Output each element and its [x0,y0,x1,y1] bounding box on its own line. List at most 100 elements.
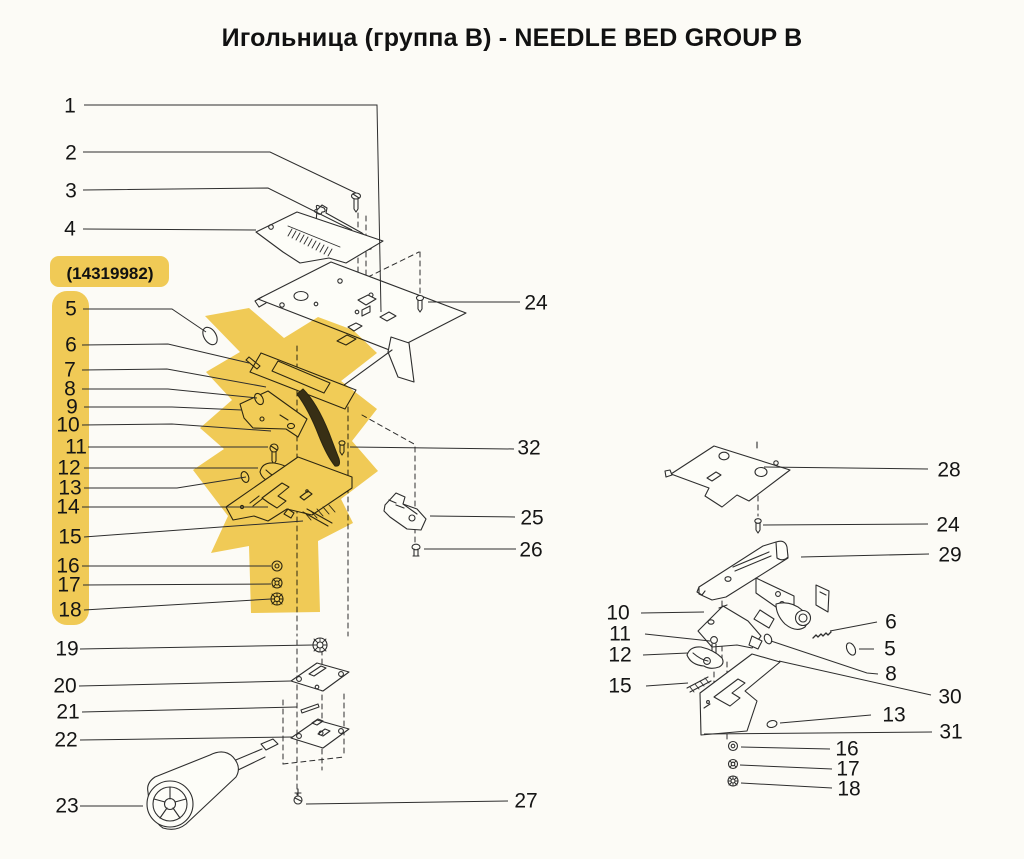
part-code-badge-text: (14319982) [67,264,154,283]
leader-line-29 [800,553,930,558]
callout-number-13-right: 13 [882,704,905,727]
leader-line-3 [82,187,353,231]
part-21-pin-drawing [300,703,320,714]
callout-number-8: 8 [64,378,76,401]
leader-line-13 [84,476,247,489]
callout-number-29: 29 [938,544,961,567]
leader-line-10 [81,423,272,432]
leader-line-18 [83,598,272,611]
callout-number-12: 12 [57,457,80,480]
part-26-screw-drawing [411,543,421,557]
part-2-screw-drawing [350,192,362,213]
page-title: Игольница (группа B) - NEEDLE BED GROUP … [221,24,803,52]
callout-number-14: 14 [56,496,80,519]
callout-number-16-right: 16 [835,738,858,761]
callout-number-10-right: 10 [606,602,629,625]
leader-line-8-right [770,640,879,675]
part-4-needle-plate-drawing [255,211,384,264]
leader-line-27 [305,800,509,805]
callout-number-31: 31 [939,721,962,744]
part-5-oval-drawing [202,326,218,346]
leader-line-31 [703,731,933,735]
leader-line-17-right [739,764,833,770]
highlight-star [193,308,378,613]
part-5-oval-right-drawing [845,642,857,656]
callout-number-6-right: 6 [885,611,897,634]
part-12-cam-right-drawing [686,646,724,669]
callout-number-5: 5 [65,298,77,321]
callout-number-21: 21 [56,701,79,724]
leader-line-18-right [740,782,833,789]
callout-number-4: 4 [64,218,76,241]
callout-number-24-left: 24 [524,292,548,315]
part-19-nut-drawing [312,637,328,653]
leader-line-28 [763,466,929,470]
leader-line-7 [81,368,267,388]
highlight-marks [50,256,378,625]
callout-number-2: 2 [65,142,77,165]
callout-number-18: 18 [58,599,81,622]
part-20-plate-drawing [290,662,350,692]
bottom-chain-drawing [146,637,350,830]
callout-number-24-right: 24 [936,514,960,537]
callout-number-9: 9 [66,396,78,419]
part-24-screw-right-drawing [754,518,762,534]
callout-number-1: 1 [64,95,76,118]
leader-line-13-right [779,714,872,724]
leader-line-8 [82,388,258,399]
leader-line-16-right [740,746,831,750]
leader-line-20 [78,680,292,687]
leader-line-30 [778,660,932,696]
callout-number-7: 7 [64,359,76,382]
leader-line-9 [84,406,243,411]
callout-number-22: 22 [54,729,77,752]
leader-line-21 [81,706,298,713]
part-23-knob-drawing [146,738,279,830]
callout-number-30: 30 [938,686,961,709]
callout-number-10: 10 [56,414,79,437]
leader-line-6-right [829,621,878,632]
leader-line-10-right [640,611,705,614]
part-28-plate-drawing [664,441,791,508]
part-10-plate-right-drawing [697,604,763,650]
callout-number-20: 20 [53,675,76,698]
part-8-oval-right-drawing [763,633,773,645]
callout-number-12-right: 12 [608,644,631,667]
leader-line-11-right [644,633,711,642]
part-15-spring-right-drawing [686,676,712,693]
leader-line-4 [82,228,257,231]
part-16-washer-right-drawing [727,740,739,752]
leader-line-32 [349,446,515,450]
right-assembly-drawing [664,441,857,787]
part-18-nut-right-drawing [727,775,739,787]
callout-number-13: 13 [58,477,81,500]
callout-number-32: 32 [517,437,540,460]
callout-number-6: 6 [65,334,77,357]
callout-number-26: 26 [519,539,542,562]
part-22-plate-drawing [290,718,350,749]
callout-number-17: 17 [57,574,80,597]
part-24-screw-left-drawing [415,294,425,313]
leader-line-2 [83,151,357,194]
callout-number-5-right: 5 [884,638,896,661]
callout-layer: 1234567891011121314151617181920212223243… [53,95,962,818]
part-27-screw-drawing [293,788,303,805]
part-25-clamp-drawing [383,492,427,531]
leader-line-5 [83,308,207,333]
leader-line-12-right [642,652,689,656]
callout-number-11: 11 [65,436,87,459]
part-6-spring-right-drawing [812,631,832,639]
leader-line-19 [79,644,314,650]
part-29-carriage-bracket-drawing [696,540,830,630]
part-17-spring-washer-right-drawing [727,758,739,770]
callout-number-3: 3 [65,180,77,203]
leader-line-6 [81,343,250,364]
highlight-bar [52,291,89,625]
part-code-badge [50,256,169,287]
callout-number-15-right: 15 [608,675,631,698]
callout-number-25: 25 [520,507,543,530]
leader-line-22 [79,736,294,741]
callout-number-18-right: 18 [837,778,860,801]
callout-number-23: 23 [55,795,78,818]
